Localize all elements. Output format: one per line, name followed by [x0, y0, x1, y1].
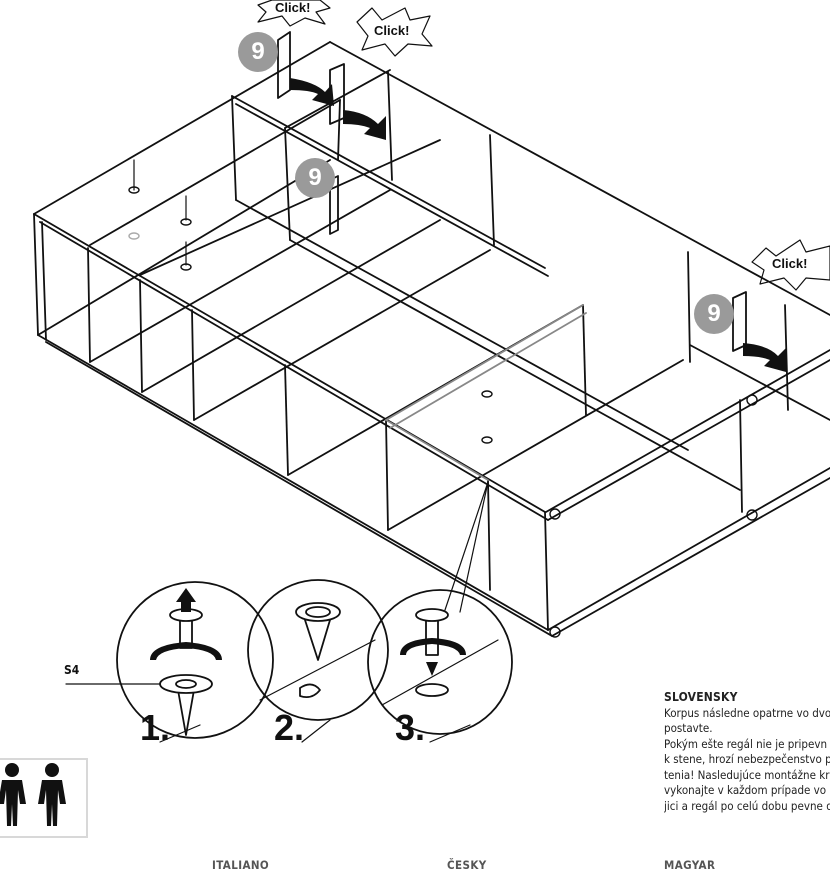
step-badge-9-a: 9: [238, 32, 278, 72]
bracket-9-d: [732, 291, 747, 352]
step-1-leader: [159, 724, 201, 743]
click-label-3: Click!: [772, 256, 808, 271]
step-number-3: 3.: [395, 707, 426, 748]
footer-lang-cesky: ČESKY: [447, 858, 487, 872]
two-persons-icon: [0, 763, 66, 826]
text-line: tenia! Nasledujúce montážne kr: [664, 767, 830, 782]
curved-arrow-icon-3: [743, 343, 786, 372]
text-line: postavte.: [664, 721, 713, 735]
text-line: jici a regál po celú dobu pevne d: [664, 798, 830, 813]
plastic-plug-icon: [259, 602, 376, 701]
part-label-s4: S4: [64, 663, 80, 677]
step-number-1: 1.: [140, 707, 171, 748]
curved-arrow-icon: [290, 78, 334, 106]
text-heading: SLOVENSKY: [664, 690, 738, 704]
shelf-frame-top: [33, 41, 830, 521]
fitting-small-items: [128, 186, 758, 638]
screw-icon: [159, 608, 213, 736]
down-arrow-icon: [426, 662, 438, 676]
rotate-arrow-icon: [150, 642, 222, 660]
click-burst-3: [751, 239, 830, 291]
click-burst-1: [257, 0, 331, 27]
text-line: Pokým ešte regál nie je pripevn: [664, 736, 828, 751]
click-label-2: Click!: [374, 23, 410, 38]
shelf-frame-posts: [33, 71, 789, 631]
text-line: k stene, hrozí nebezpečenstvo p: [664, 752, 830, 766]
screw-icon-detail-3: [381, 608, 499, 706]
click-label-1: Click!: [275, 0, 311, 15]
detail-circle-3: [367, 589, 513, 735]
curved-arrow-icon-2: [343, 110, 386, 140]
instruction-text-slovensky: SLOVENSKY Korpus následne opatrne vo dvo…: [664, 690, 830, 820]
text-line: vykonajte v každom prípade vo: [664, 783, 827, 797]
bracket-9-c: [329, 175, 339, 235]
step-badge-9-c: 9: [694, 294, 734, 334]
step-3-leader: [429, 724, 471, 743]
center-panel: [385, 304, 587, 481]
persons-box: [0, 758, 88, 838]
step-2-leader: [301, 719, 331, 743]
shelf-frame-bottom: [37, 159, 830, 637]
click-burst-2: [356, 7, 433, 57]
bracket-9-a: [277, 31, 291, 99]
rotate-arrow-icon-3: [400, 638, 466, 655]
step-number-2: 2.: [274, 707, 305, 748]
footer-lang-italiano: ITALIANO: [212, 858, 270, 872]
up-arrow-icon: [176, 588, 196, 612]
footer-lang-magyar: MAGYAR: [664, 858, 716, 872]
text-line: Korpus následne opatrne vo dvo: [664, 705, 830, 720]
detail-circle-1: [116, 581, 274, 739]
step-badge-9-b: 9: [295, 158, 335, 198]
detail-circle-2: [247, 579, 389, 721]
callout-lines: [133, 159, 489, 613]
